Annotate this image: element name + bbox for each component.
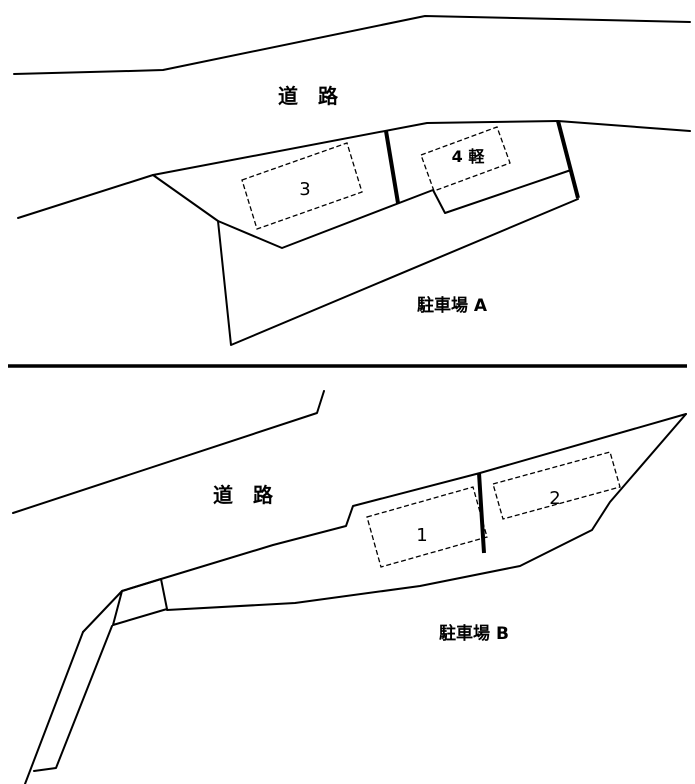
space-3-label: 3 [299,179,310,200]
map-a-road-lower-edge [17,120,559,219]
map-b-outer-left-edge [24,631,84,784]
map-b-area-label: 駐車場 B [439,623,509,644]
parking-space-3 [241,142,363,230]
map-a: 道 路 3 4 軽 駐車場 A [13,15,691,346]
parking-space-1 [366,486,488,568]
map-a-divider-2 [556,120,580,199]
map-a-road-upper-edge [13,15,691,75]
map-a-lot-wedge-boundary [217,198,579,346]
map-b-inner-left-edge [33,625,113,772]
space-1-label: 1 [416,525,427,546]
map-b-lot-lower-boundary [166,413,687,611]
map-b-road-edge [12,390,325,514]
space-2-label: 2 [549,488,560,509]
map-a-area-label: 駐車場 A [417,295,488,316]
map-b-road-label: 道 路 [213,483,274,507]
map-b-divider [477,472,486,554]
map-a-road-label: 道 路 [278,84,339,108]
map-a-lot-inner-boundary [152,169,572,249]
map-b: 道 路 1 2 駐車場 B [12,390,687,784]
parking-space-2 [492,451,621,520]
map-b-corner-plot [112,578,168,626]
map-a-divider-1 [384,130,400,204]
parking-space-4kei [420,126,511,192]
space-4kei-label: 4 軽 [452,147,486,166]
map-a-road-lower-edge-right [557,120,691,132]
